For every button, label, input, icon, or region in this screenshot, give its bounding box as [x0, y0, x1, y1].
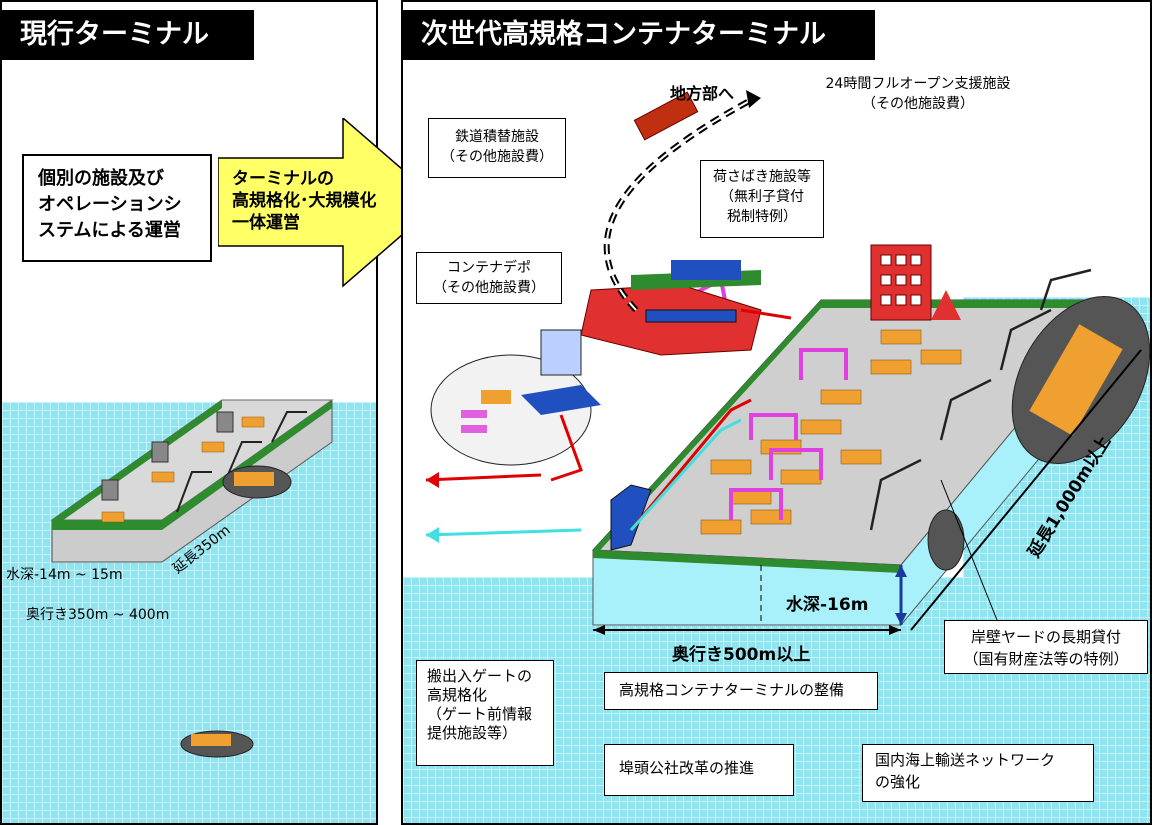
upgrade-arrow-text: ターミナルの 高規格化･大規模化 一体運営 [232, 169, 377, 233]
container-depot-callout: コンテナデポ （その他施設費） [416, 252, 562, 304]
next-gen-terminal-illustration [425, 90, 1151, 635]
rail-transfer-callout: 鉄道積替施設 （その他施設費） [428, 118, 566, 178]
pier-reform-box: 埠頭公社改革の推進 [604, 744, 794, 796]
quay-cranes [869, 268, 1092, 531]
current-terminal-illustration [50, 399, 334, 563]
next-gen-water-depth-label: 水深-16m [786, 595, 869, 615]
support-facility-callout: 24時間フルオープン支援施設 （その他施設費） [825, 76, 1011, 112]
truck-routes [425, 308, 792, 537]
current-terminal-title: 現行ターミナル [2, 10, 254, 60]
current-terminal-panel: 現行ターミナル 個別の施設及び オペレーションシ ステムによる運営 水深-14m… [0, 0, 378, 825]
domestic-network-box: 国内海上輸送ネットワーク の強化 [862, 744, 1094, 802]
current-water-depth-label: 水深-14m ~ 15m [6, 567, 123, 583]
upgrade-arrow [218, 118, 442, 288]
next-gen-terminal-title: 次世代高規格コンテナターミナル [403, 10, 875, 60]
gate-upgrade-callout: 搬出入ゲートの 高規格化 （ゲート前情報 提供施設等） [416, 660, 554, 766]
current-depth-range-label: 奥行き350m ~ 400m [26, 607, 170, 623]
warehouse-icons [101, 411, 234, 501]
container-depot-icon [430, 329, 601, 466]
support-building-icon [870, 244, 961, 321]
terminal-development-box: 高規格コンテナターミナルの整備 [604, 672, 878, 710]
next-gen-depth-label: 奥行き500m以上 [672, 645, 811, 665]
quay-lease-callout: 岸壁ヤードの長期貸付 （国有財産法等の特例） [944, 620, 1148, 674]
cargo-handling-callout: 荷さばき施設等 （無利子貸付 税制特例） [700, 160, 824, 238]
container-stacks [700, 329, 962, 535]
small-ship-illustration [180, 730, 254, 758]
individual-operation-box: 個別の施設及び オペレーションシ ステムによる運営 [22, 154, 212, 262]
rail-transfer-facility-icon [580, 260, 762, 356]
to-regions-label: 地方部へ [670, 84, 735, 103]
